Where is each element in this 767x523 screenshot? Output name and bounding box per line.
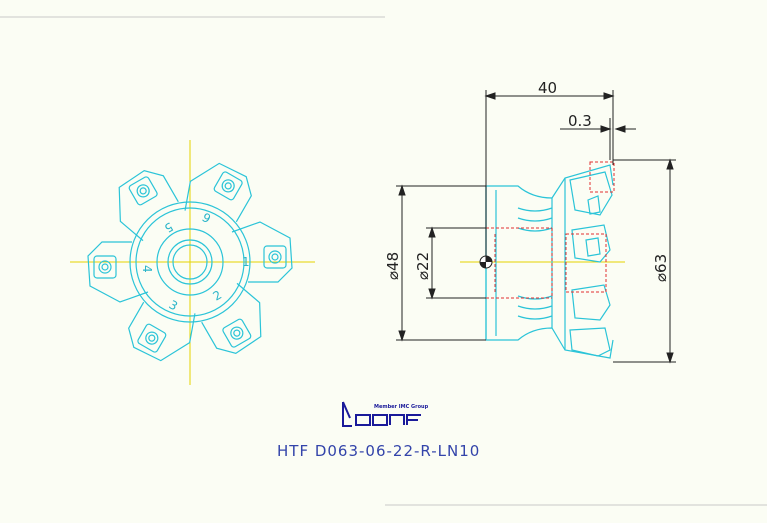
side-view (460, 161, 625, 359)
tooth-number-4: 4 (140, 265, 154, 273)
iscar-logo: Member IMC Group (342, 401, 429, 427)
front-view: 1 2 3 4 5 6 (70, 140, 315, 385)
tooth (231, 221, 293, 283)
part-code: HTF D063-06-22-R-LN10 (277, 442, 480, 460)
tooth-number-1: 1 (242, 255, 250, 269)
tooth-number-2: 2 (211, 288, 225, 304)
cutter-body (129, 201, 251, 323)
dimension-cutting-diameter: ⌀63 (652, 254, 670, 282)
dimension-shank-diameter: ⌀48 (384, 252, 402, 280)
dimension-offset: 0.3 (568, 112, 592, 130)
logo-tagline: Member IMC Group (374, 404, 429, 410)
dimension-overall-length: 40 (538, 79, 557, 97)
cutter-teeth (87, 153, 293, 371)
tooth-number-5: 5 (162, 219, 176, 235)
hidden-lines (486, 161, 615, 299)
dimension-bore-diameter: ⌀22 (414, 252, 432, 280)
dimension-lines (396, 90, 676, 364)
